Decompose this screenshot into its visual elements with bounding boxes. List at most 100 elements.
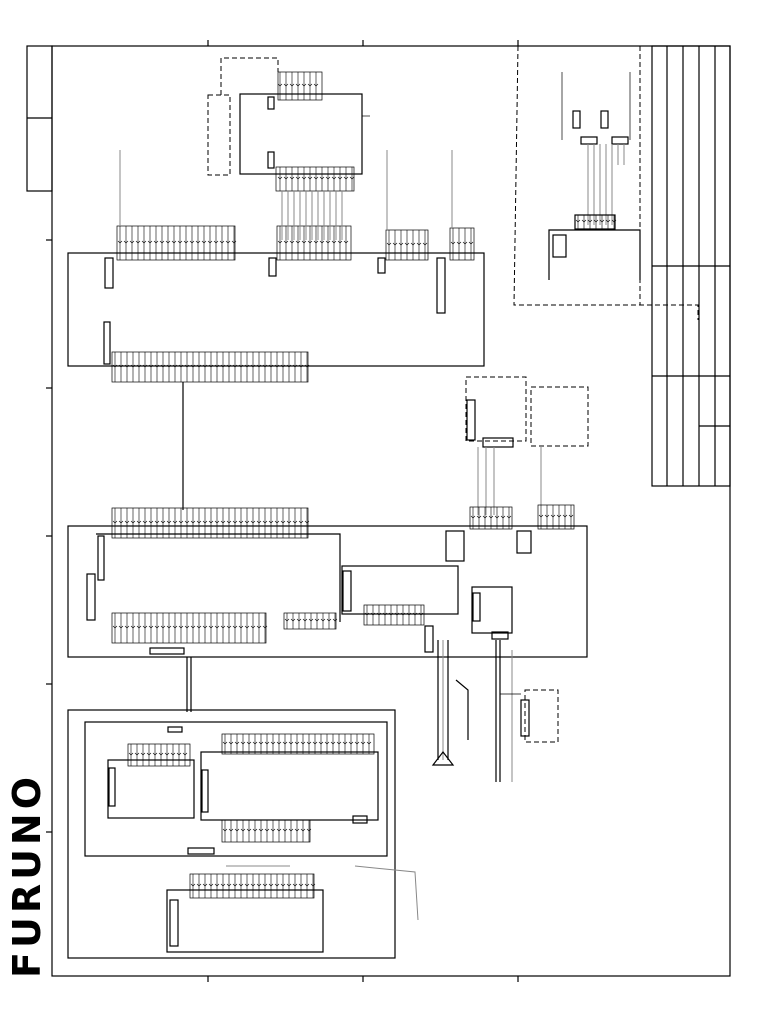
pin-mark bbox=[298, 520, 304, 524]
pin-mark bbox=[147, 240, 153, 244]
pin-mark bbox=[593, 219, 599, 223]
pin-mark bbox=[349, 176, 355, 180]
pin-mark bbox=[280, 520, 286, 524]
pin-mark bbox=[283, 176, 289, 180]
pin-mark bbox=[307, 83, 313, 87]
pin-mark bbox=[220, 520, 226, 524]
pin-mark bbox=[146, 752, 152, 756]
pin-mark bbox=[280, 883, 286, 887]
pin-mark bbox=[214, 625, 220, 629]
pin-mark bbox=[394, 612, 400, 616]
pin-mark bbox=[152, 752, 158, 756]
pin-mark bbox=[124, 625, 130, 629]
pin-mark bbox=[295, 176, 301, 180]
pin-mark bbox=[304, 520, 310, 524]
pin-mark bbox=[226, 625, 232, 629]
pin-mark bbox=[252, 741, 258, 745]
pin-mark bbox=[250, 883, 256, 887]
pin-mark bbox=[314, 618, 320, 622]
pin-mark bbox=[268, 364, 274, 368]
pin-mark bbox=[422, 242, 428, 246]
pin-mark bbox=[226, 520, 232, 524]
pin-mark bbox=[214, 883, 220, 887]
pin-mark bbox=[202, 883, 208, 887]
pin-mark bbox=[290, 618, 296, 622]
pin-mark bbox=[238, 364, 244, 368]
pin-mark bbox=[225, 240, 231, 244]
pin-mark bbox=[337, 240, 343, 244]
pin-mark bbox=[154, 625, 160, 629]
pin-mark bbox=[456, 241, 462, 245]
pin-mark bbox=[220, 625, 226, 629]
pin-mark bbox=[568, 514, 574, 518]
pin-mark bbox=[468, 241, 474, 245]
pin-mark bbox=[307, 176, 313, 180]
pin-mark bbox=[160, 625, 166, 629]
pin-mark bbox=[289, 176, 295, 180]
pin-mark bbox=[183, 240, 189, 244]
pin-mark bbox=[274, 883, 280, 887]
pin-mark bbox=[308, 618, 314, 622]
pin-mark bbox=[298, 883, 304, 887]
pin-mark bbox=[222, 828, 228, 832]
pin-mark bbox=[310, 883, 316, 887]
pin-mark bbox=[331, 176, 337, 180]
pin-mark bbox=[277, 83, 283, 87]
pin-mark bbox=[232, 520, 238, 524]
pin-mark bbox=[288, 741, 294, 745]
pin-mark bbox=[404, 242, 410, 246]
pin-mark bbox=[336, 741, 342, 745]
pin-mark bbox=[158, 752, 164, 756]
pin-mark bbox=[288, 828, 294, 832]
pin-mark bbox=[190, 520, 196, 524]
pin-mark bbox=[250, 625, 256, 629]
pin-mark bbox=[165, 240, 171, 244]
pin-mark bbox=[142, 364, 148, 368]
pin-mark bbox=[575, 219, 581, 223]
pin-mark bbox=[130, 625, 136, 629]
pin-mark bbox=[343, 240, 349, 244]
pin-mark bbox=[262, 625, 268, 629]
pin-mark bbox=[128, 752, 134, 756]
pin-mark bbox=[286, 883, 292, 887]
pin-mark bbox=[376, 612, 382, 616]
pin-mark bbox=[112, 625, 118, 629]
pin-mark bbox=[190, 883, 196, 887]
pin-mark bbox=[220, 364, 226, 368]
pin-mark bbox=[556, 514, 562, 518]
pin-mark bbox=[313, 83, 319, 87]
pin-mark bbox=[232, 883, 238, 887]
pin-mark bbox=[164, 752, 170, 756]
pin-mark bbox=[231, 240, 237, 244]
pin-mark bbox=[208, 883, 214, 887]
pin-mark bbox=[166, 625, 172, 629]
pin-mark bbox=[494, 515, 500, 519]
pin-mark bbox=[416, 242, 422, 246]
pin-mark bbox=[544, 514, 550, 518]
pin-mark bbox=[366, 741, 372, 745]
pin-mark bbox=[262, 364, 268, 368]
pin-mark bbox=[307, 240, 313, 244]
drawing-frame bbox=[26, 40, 731, 982]
pin-mark bbox=[599, 219, 605, 223]
pin-mark bbox=[250, 364, 256, 368]
pin-mark bbox=[136, 520, 142, 524]
pin-mark bbox=[238, 883, 244, 887]
pin-mark bbox=[500, 515, 506, 519]
pin-mark bbox=[214, 364, 220, 368]
pin-mark bbox=[208, 520, 214, 524]
pin-mark bbox=[112, 364, 118, 368]
pin-mark bbox=[184, 625, 190, 629]
pin-mark bbox=[148, 364, 154, 368]
pin-mark bbox=[360, 741, 366, 745]
mid-right-units bbox=[465, 376, 589, 530]
pin-mark bbox=[482, 515, 488, 519]
pin-mark bbox=[313, 240, 319, 244]
pin-mark bbox=[154, 364, 160, 368]
pin-mark bbox=[135, 240, 141, 244]
pin-mark bbox=[294, 741, 300, 745]
pin-mark bbox=[256, 364, 262, 368]
pin-mark bbox=[306, 741, 312, 745]
pin-mark bbox=[256, 883, 262, 887]
pin-mark bbox=[244, 364, 250, 368]
